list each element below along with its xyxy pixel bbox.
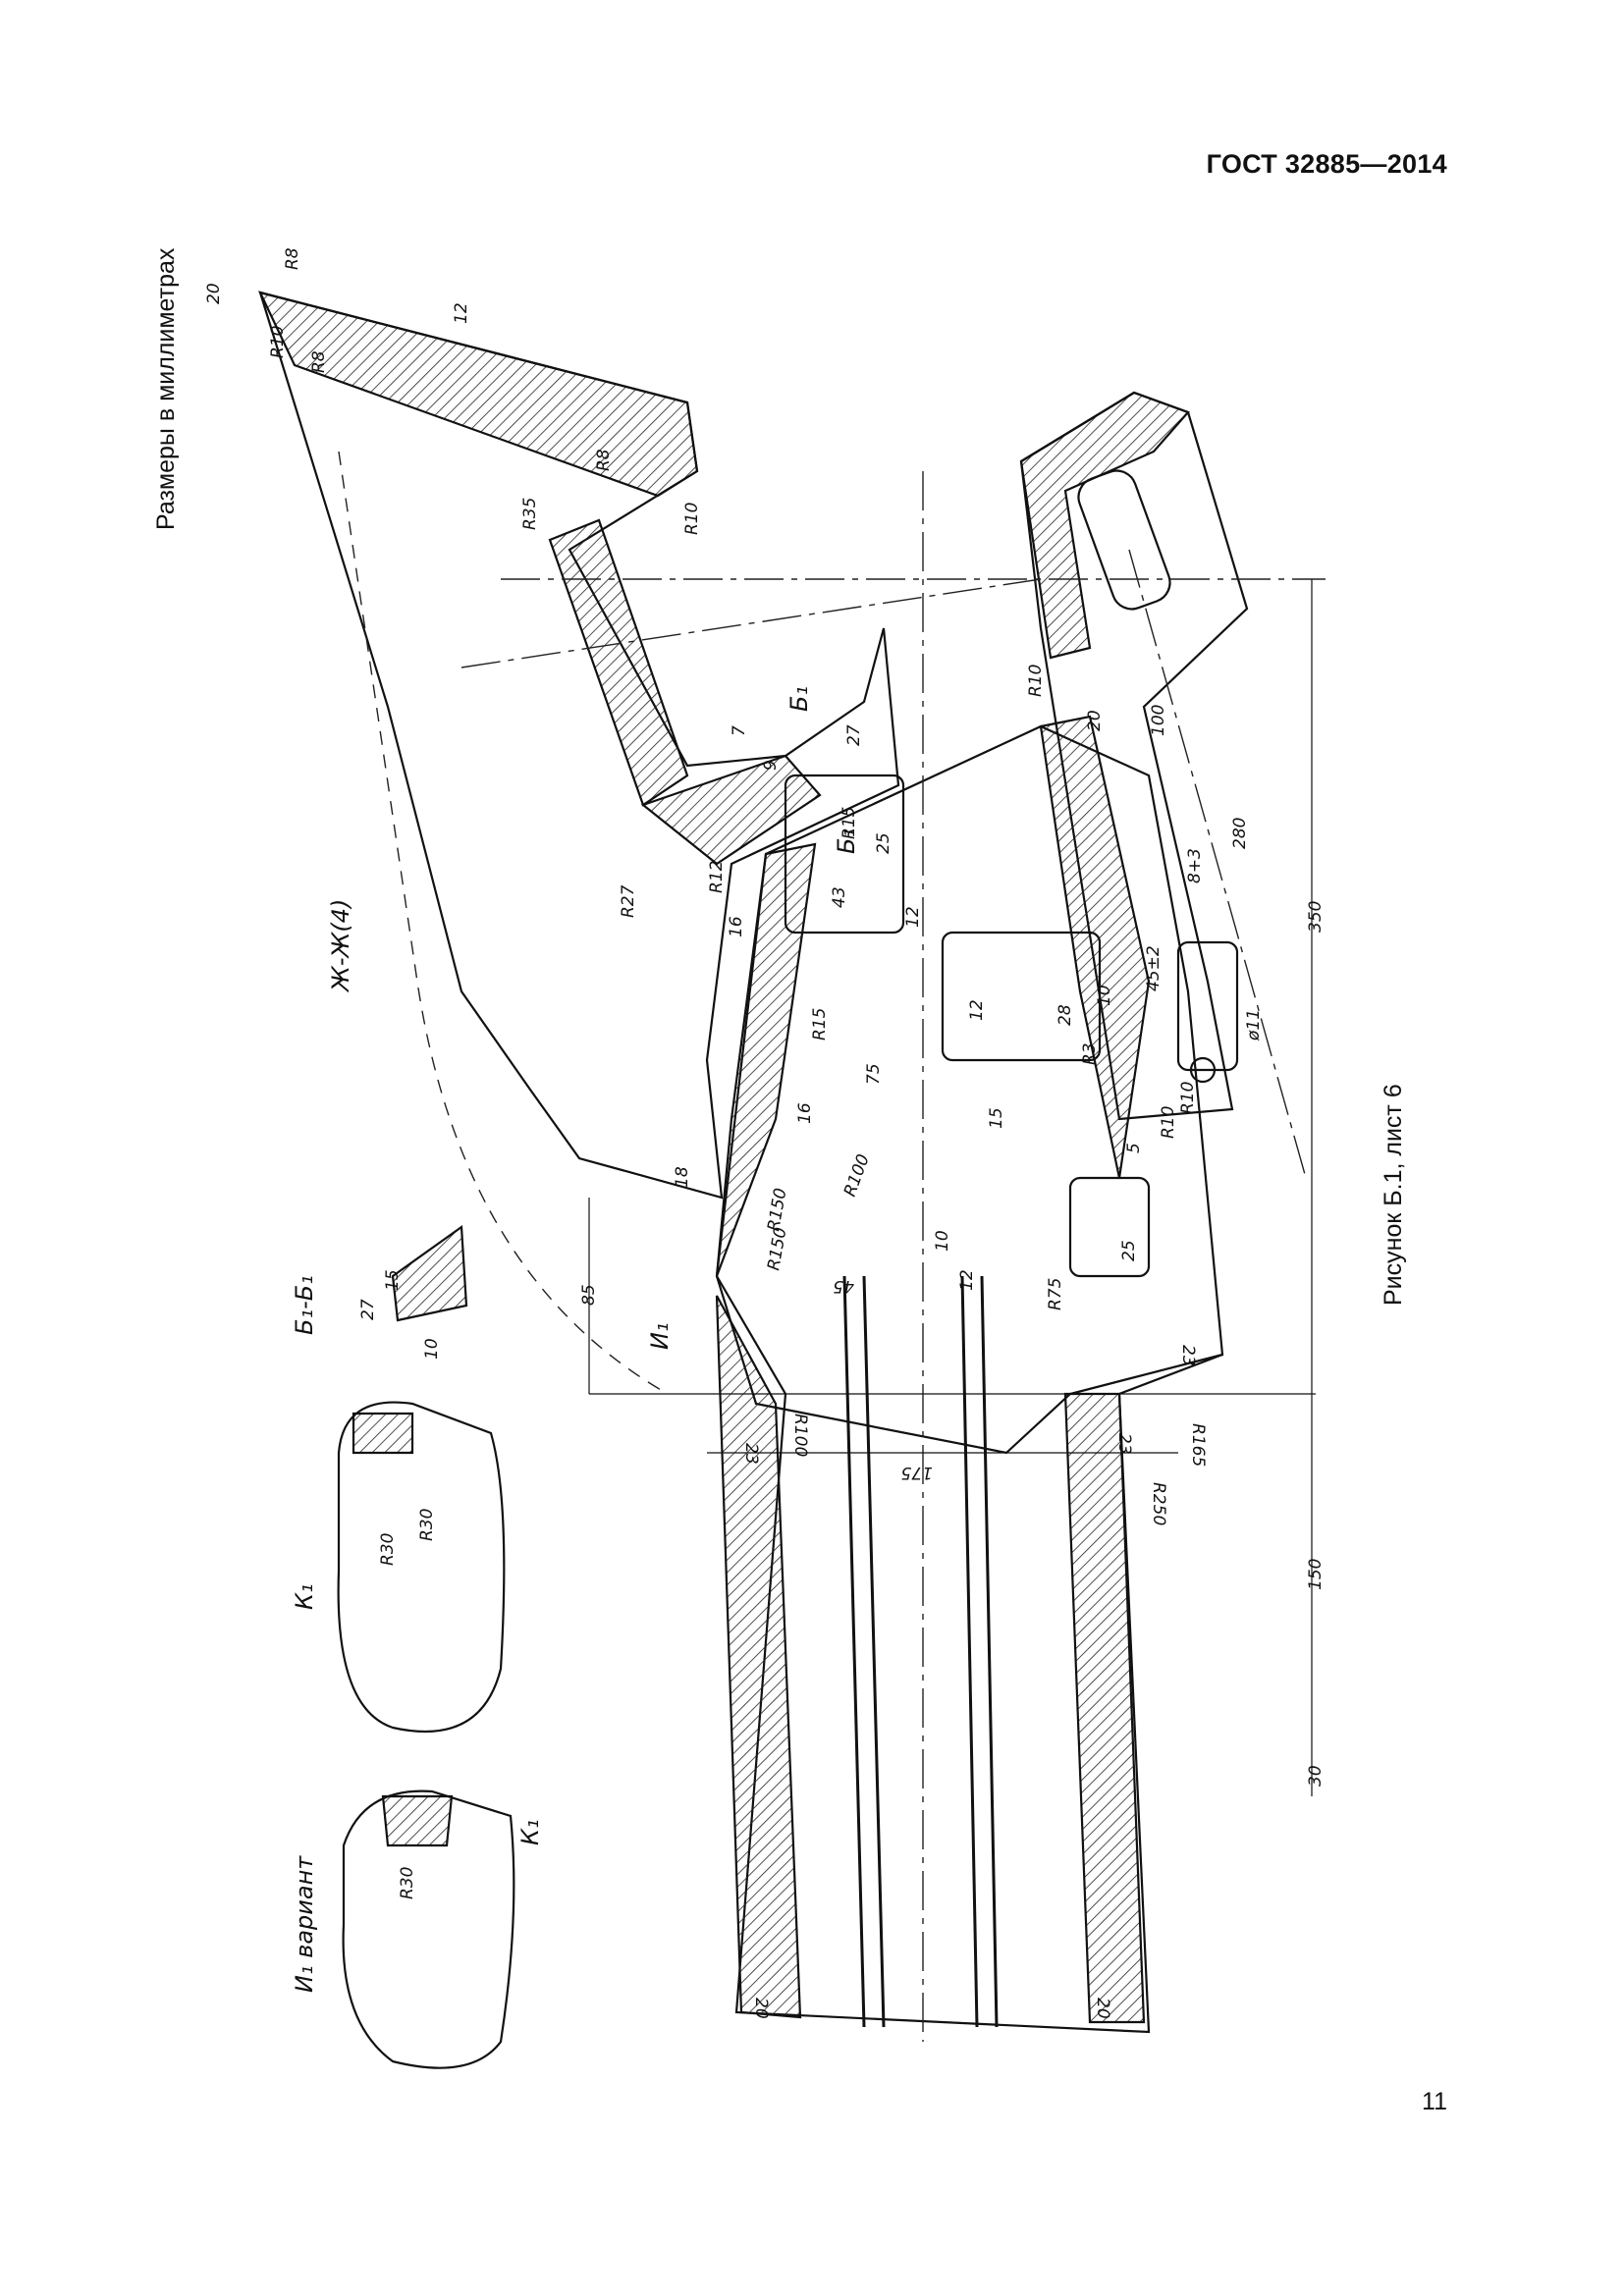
shank-left-wall [715,1295,802,2019]
dim-20c: 20 [751,1998,771,2019]
dim-150: 150 [1306,1559,1326,1590]
dim-23: 23 [741,1443,761,1465]
inner-block-2 [941,931,1102,1062]
dim-28: 28 [1056,1004,1075,1026]
view-k1 [337,1401,506,1734]
dim-16: 16 [727,916,746,937]
dim-b1-27: 27 [358,1299,378,1320]
dim-280: 280 [1230,818,1250,849]
dim-12c: 12 [957,1269,977,1291]
dim-20: 20 [204,283,224,304]
section-b1-label: Б₁-Б₁ [291,1275,318,1335]
view-b1 [391,1224,468,1322]
view-k1-label: К₁ [291,1583,318,1610]
dim-7: 7 [730,725,749,736]
dim-r8b: R8 [309,350,329,373]
dim-r27: R27 [619,884,638,918]
dim-75: 75 [864,1063,884,1085]
view-i1-shell [381,1794,454,1847]
dim-r250: R250 [1149,1482,1168,1525]
hook-outline [258,291,900,1200]
view-i1-label: И₁ вариант [291,1855,318,1993]
dim-85: 85 [579,1284,599,1306]
dim-15: 15 [987,1107,1006,1129]
dim-r10e: R10 [1026,665,1046,697]
dim-27: 27 [844,724,864,746]
dim-23b: 23 [1114,1433,1134,1455]
view-i1 [342,1789,515,2069]
hole-11 [1189,1056,1217,1084]
hook-shell [258,291,699,498]
dim-r35: R35 [520,498,540,530]
dim-23c: 23 [1178,1345,1198,1366]
dim-r8: R8 [283,247,302,270]
dim-i1-r30: R30 [398,1867,417,1899]
dim-43: 43 [830,886,849,908]
central-wall-right [1039,715,1151,1179]
shank-outline [716,1275,1223,2034]
dim-16b: 16 [795,1102,815,1124]
hook-arm [548,518,689,807]
dim-r165: R165 [1188,1423,1208,1467]
dim-r10d: R10 [1159,1106,1178,1139]
hook-base [640,754,822,866]
dim-45pm2: 45±2 [1144,945,1164,991]
inner-block [784,774,905,934]
dim-b1-15: 15 [383,1269,403,1291]
callout-b1-bottom: Б₁ [833,828,860,854]
dim-b1-10: 10 [422,1338,442,1360]
dim-k1-r30b: R30 [417,1509,437,1541]
dim-175: 175 [901,1463,933,1482]
dim-r10b: R10 [682,503,702,535]
dim-k1-r30: R30 [378,1533,398,1566]
dim-12b: 12 [903,906,923,928]
dim-350: 350 [1306,901,1326,933]
callout-b1-top: Б₁ [785,686,813,712]
callout-k1: К₁ [516,1819,544,1845]
shank-right-wall [1063,1392,1146,2024]
dim-r3: R3 [1080,1042,1100,1065]
dim-r8c: R8 [594,449,614,471]
inner-block-3 [1068,1176,1151,1278]
section-zh-label: Ж-Ж(4) [327,899,354,993]
dim-8plus3: 8+3 [1185,848,1205,883]
right-head-shell [1019,391,1190,660]
dim-d11: ø11 [1244,1009,1264,1041]
callout-i1: И₁ [646,1322,674,1350]
dim-9: 9 [761,760,781,771]
slot-window [1077,469,1171,611]
inner-block-4 [1176,940,1239,1072]
dim-30: 30 [1306,1765,1326,1787]
dim-20b: 20 [1085,710,1105,731]
dim-100: 100 [1149,705,1168,736]
dim-12d: 12 [967,999,987,1021]
dim-r150: R150 [764,1187,790,1233]
dim-r15: R15 [839,807,859,839]
dim-r75: R75 [1046,1278,1065,1310]
dim-20d: 20 [1093,1998,1112,2019]
central-wall-left [715,842,817,1277]
dim-r100: R100 [840,1151,874,1199]
dim-r10: R10 [268,326,288,358]
standard-code: ГОСТ 32885—2014 [1206,149,1447,179]
dim-18: 18 [673,1166,692,1188]
dim-r10c: R10 [1178,1082,1198,1114]
dim-r15b: R15 [810,1008,830,1041]
dim-25: 25 [874,832,893,854]
dim-r150b: R150 [764,1226,790,1272]
dim-10b: 10 [1095,985,1114,1006]
dim-45: 45 [833,1276,854,1296]
dim-5: 5 [1124,1143,1144,1153]
dim-r100b: R100 [790,1414,810,1457]
dim-10: 10 [933,1230,952,1252]
dim-12: 12 [452,302,471,324]
view-k1-shell [352,1412,414,1455]
dim-r12: R12 [707,861,727,893]
dim-25b: 25 [1119,1240,1139,1261]
page-number: 11 [1422,2088,1447,2115]
